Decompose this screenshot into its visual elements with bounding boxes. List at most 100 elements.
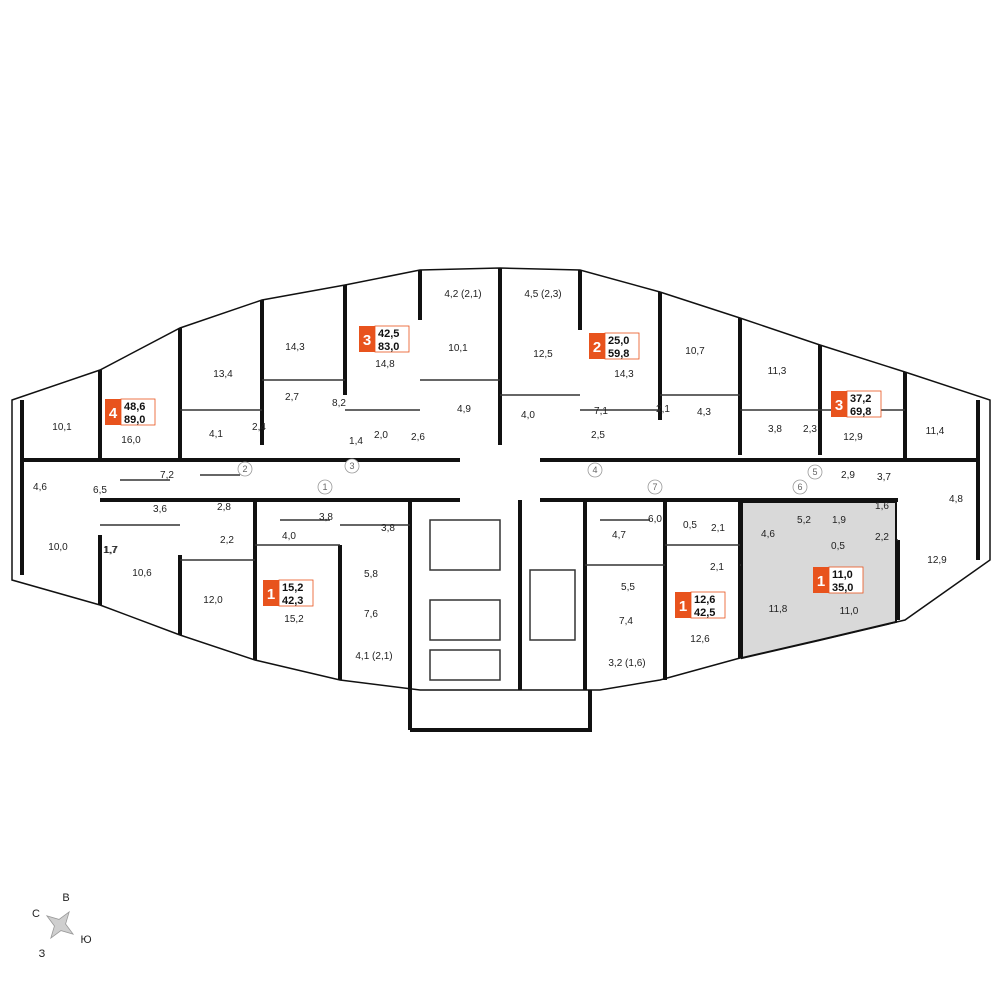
apartment-badge-apt-4[interactable]: 4 48,689,0 — [105, 398, 156, 426]
living-area: 37,2 — [850, 393, 871, 405]
area-values-frame — [604, 332, 640, 360]
room-count-box — [675, 592, 691, 618]
room-area-label: 2,6 — [411, 432, 425, 443]
entrance-number: 2 — [242, 464, 247, 474]
living-area: 25,0 — [608, 335, 629, 347]
entrance-marker — [587, 462, 603, 478]
room-area-label: 1,4 — [349, 436, 363, 447]
building-outline — [11, 267, 991, 691]
compass-south: З — [39, 948, 46, 960]
room-count: 1 — [267, 586, 275, 603]
entrance-number: 5 — [812, 467, 817, 477]
room-area-label: 14,3 — [285, 342, 305, 353]
room-count-box — [105, 399, 121, 425]
room-area-label: 15,2 — [284, 614, 304, 625]
room-area-label: 4,9 — [457, 404, 471, 415]
room-area-label: 12,9 — [843, 432, 863, 443]
room-area-label: 4,8 — [949, 494, 963, 505]
room-area-label: 3,8 — [381, 523, 395, 534]
room-area-label: 2,8 — [217, 502, 231, 513]
room-area-label: 11,4 — [926, 426, 945, 437]
room-area-label: 16,0 — [121, 435, 141, 446]
room-area-label: 4,6 — [33, 482, 47, 493]
room-area-label: 1,7 — [103, 545, 117, 556]
room-count: 1 — [679, 598, 687, 615]
room-area-label: 5,2 — [797, 515, 811, 526]
room-area-label: 3,2 (1,6) — [608, 658, 645, 669]
room-area-label: 4,0 — [521, 410, 535, 421]
room-area-label: 4,3 — [697, 407, 711, 418]
room-area-label: 13,4 — [213, 369, 233, 380]
room-area-label: 4,7 — [612, 530, 626, 541]
room-area-label: 11,0 — [840, 606, 859, 617]
room-area-label: 5,8 — [364, 569, 378, 580]
room-count-box — [263, 580, 279, 606]
room-area-label: 7,1 — [594, 406, 608, 417]
room-area-label: 2,1 — [710, 562, 724, 573]
compass-east: Ю — [80, 934, 91, 946]
room-area-label: 4,1 — [209, 429, 223, 440]
room-area-label: 6,5 — [93, 485, 107, 496]
room-area-label: 12,9 — [927, 555, 947, 566]
room-area-label: 7,4 — [619, 616, 633, 627]
room-count: 1 — [817, 573, 825, 590]
total-area: 59,8 — [608, 348, 629, 360]
area-values-frame — [846, 390, 882, 418]
room-area-label: 12,6 — [690, 634, 710, 645]
room-area-label: 2,3 — [803, 424, 817, 435]
room-count: 3 — [835, 397, 843, 414]
entrance-marker — [344, 458, 360, 474]
room-area-label: 3,6 — [153, 504, 167, 515]
room-area-label: 11,3 — [768, 366, 787, 377]
room-area-label: 2,2 — [875, 532, 889, 543]
room-area-label: 10,1 — [52, 422, 72, 433]
room-area-label: 2,7 — [285, 392, 299, 403]
room-count: 3 — [363, 332, 371, 349]
room-count-box — [831, 391, 847, 417]
room-area-label: 10,0 — [48, 542, 68, 553]
room-area-label: 11,8 — [769, 604, 788, 615]
living-area: 48,6 — [124, 401, 145, 413]
room-count-box — [589, 333, 605, 359]
room-area-label: 12,5 — [533, 349, 553, 360]
area-values-frame — [278, 579, 314, 607]
area-values-frame — [828, 566, 864, 594]
room-area-label: 7,2 — [160, 470, 174, 481]
room-area-label: 3,7 — [877, 472, 891, 483]
room-area-label: 2,1 — [656, 404, 670, 415]
entrance-marker — [792, 479, 808, 495]
total-area: 42,5 — [694, 607, 715, 619]
entrance-number: 1 — [322, 482, 327, 492]
entrance-number: 3 — [349, 461, 354, 471]
room-area-label: 10,6 — [132, 568, 152, 579]
room-area-label: 14,8 — [375, 359, 395, 370]
total-area: 83,0 — [378, 341, 399, 353]
area-values-frame — [120, 398, 156, 426]
room-count: 4 — [109, 405, 118, 422]
room-area-label: 4,2 (2,1) — [444, 289, 481, 300]
apartment-badge-apt-3-left[interactable]: 3 42,583,0 — [359, 325, 410, 353]
living-area: 15,2 — [282, 582, 303, 594]
room-area-label: 4,6 — [761, 529, 775, 540]
total-area: 89,0 — [124, 414, 145, 426]
room-area-label: 1,7 — [104, 545, 118, 556]
compass-star-icon — [45, 910, 75, 940]
entrance-marker — [317, 479, 333, 495]
room-area-label: 3,8 — [319, 512, 333, 523]
room-area-label: 8,2 — [332, 398, 346, 409]
total-area: 35,0 — [832, 582, 853, 594]
room-area-label: 10,1 — [448, 343, 468, 354]
walls — [20, 268, 980, 732]
room-area-label: 7,6 — [364, 609, 378, 620]
room-area-label: 1,9 — [832, 515, 846, 526]
entrance-marker — [807, 464, 823, 480]
living-area: 42,5 — [378, 328, 399, 340]
